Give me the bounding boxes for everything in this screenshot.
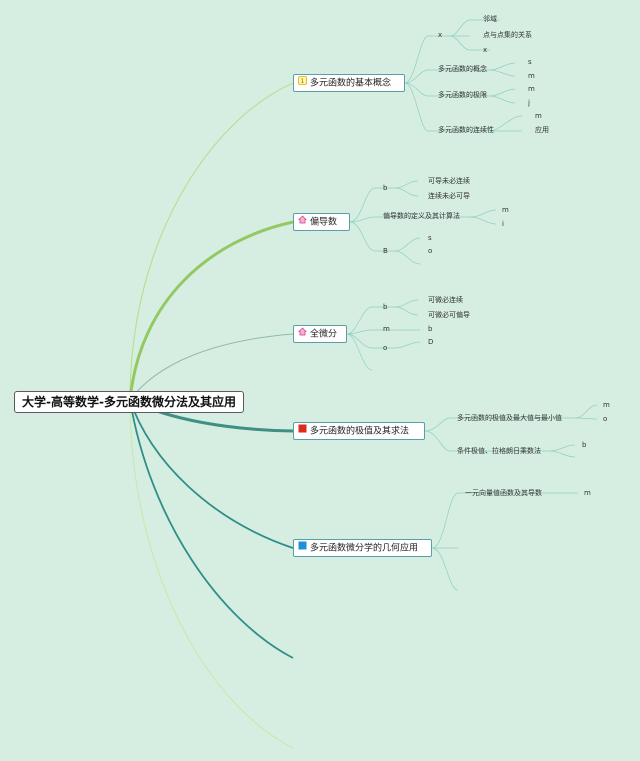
leaf-node[interactable]: m xyxy=(383,325,390,333)
number-one-icon: 1 xyxy=(298,75,307,91)
leaf-node[interactable]: m xyxy=(584,489,591,497)
leaf-connector xyxy=(489,88,516,97)
leaf-connector xyxy=(449,35,490,51)
red-flag-icon xyxy=(298,423,307,439)
leaf-node[interactable]: 多元函数的极值及最大值与最小值 xyxy=(457,414,562,422)
leaf-connector xyxy=(394,306,419,316)
leaf-connector xyxy=(489,62,516,71)
leaf-node[interactable]: m xyxy=(535,112,542,120)
leaf-node[interactable]: m xyxy=(603,401,610,409)
leaf-node[interactable]: 连续未必可导 xyxy=(428,192,470,200)
home-icon xyxy=(298,214,307,230)
branch-connector-7 xyxy=(129,399,294,749)
leaf-node[interactable]: m xyxy=(528,72,535,80)
blue-flag-icon xyxy=(298,540,307,556)
branch-connector-3 xyxy=(129,333,294,401)
branch-extrema[interactable]: 多元函数的极值及其求法 xyxy=(293,422,425,440)
leaf-connector xyxy=(449,19,500,37)
leaf-connector xyxy=(549,444,576,452)
leaf-connector xyxy=(431,547,459,591)
leaf-node[interactable]: 应用 xyxy=(535,126,549,134)
leaf-connector xyxy=(469,209,497,218)
branch-total-differential[interactable]: 全微分 xyxy=(293,325,347,343)
branch-connector-5 xyxy=(129,399,294,549)
root-topic[interactable]: 大学-高等数学-多元函数微分法及其应用 xyxy=(14,391,244,413)
branch-label: 偏导数 xyxy=(310,217,338,228)
leaf-node[interactable]: s xyxy=(428,234,432,242)
leaf-connector xyxy=(574,404,598,419)
leaf-connector xyxy=(346,329,420,335)
branch-connector-2 xyxy=(128,220,294,401)
leaf-node[interactable]: m xyxy=(502,206,509,214)
leaf-node[interactable]: m xyxy=(528,85,535,93)
leaf-connector xyxy=(394,180,419,189)
home-icon xyxy=(298,326,307,342)
branch-partial-derivative[interactable]: 偏导数 xyxy=(293,213,350,231)
leaf-connector xyxy=(404,35,450,84)
leaf-connector xyxy=(394,250,421,265)
branch-label: 多元函数微分学的几何应用 xyxy=(310,543,419,554)
leaf-node[interactable]: 可导未必连续 xyxy=(428,177,470,185)
leaf-node[interactable]: 点与点集的关系 xyxy=(483,31,532,39)
leaf-node[interactable]: 可微必可偏导 xyxy=(428,311,470,319)
branch-connector-1 xyxy=(129,82,294,401)
leaf-node[interactable]: B xyxy=(383,247,388,255)
leaf-connector xyxy=(404,69,490,84)
leaf-connector xyxy=(404,82,490,132)
leaf-node[interactable]: x xyxy=(483,46,488,54)
leaf-connector xyxy=(404,82,490,97)
leaf-connector xyxy=(469,216,497,225)
leaf-connector xyxy=(489,69,516,77)
leaf-connector xyxy=(489,95,516,104)
leaf-node[interactable]: b xyxy=(383,303,388,311)
leaf-node[interactable]: 多元函数的概念 xyxy=(438,65,487,73)
leaf-node[interactable]: x xyxy=(438,31,443,39)
leaf-node[interactable]: b xyxy=(428,325,433,333)
branch-basic-concepts[interactable]: 1 多元函数的基本概念 xyxy=(293,74,405,92)
leaf-node[interactable]: 多元函数的极限 xyxy=(438,91,487,99)
branch-label: 多元函数的极值及其求法 xyxy=(310,426,410,437)
leaf-node[interactable]: 邻域 xyxy=(483,15,497,23)
leaf-node[interactable]: b xyxy=(582,441,587,449)
leaf-connector xyxy=(549,450,576,458)
leaf-connector xyxy=(394,299,419,308)
leaf-node[interactable]: o xyxy=(428,247,433,255)
leaf-connector xyxy=(394,341,421,349)
leaf-connector xyxy=(394,237,421,252)
branch-connector-6 xyxy=(129,399,294,659)
leaf-connector xyxy=(349,216,470,223)
branch-label: 全微分 xyxy=(310,329,338,340)
leaf-node[interactable]: 多元函数的连续性 xyxy=(438,126,494,134)
leaf-node[interactable]: D xyxy=(428,338,434,346)
leaf-node[interactable]: o xyxy=(603,415,608,423)
leaf-connector xyxy=(424,430,550,452)
branch-geometric-applications[interactable]: 多元函数微分学的几何应用 xyxy=(293,539,432,557)
leaf-node[interactable]: j xyxy=(528,99,530,107)
branch-label: 多元函数的基本概念 xyxy=(310,78,392,89)
leaf-node[interactable]: 条件极值、拉格朗日乘数法 xyxy=(457,447,541,455)
leaf-connector xyxy=(431,492,550,549)
leaf-connector xyxy=(349,187,395,223)
leaf-connector xyxy=(346,333,395,349)
leaf-node[interactable]: o xyxy=(383,344,388,352)
leaf-connector xyxy=(349,221,395,252)
svg-text:1: 1 xyxy=(300,77,304,85)
leaf-node[interactable]: b xyxy=(383,184,388,192)
leaf-connector xyxy=(424,417,575,432)
leaf-connector xyxy=(346,306,395,335)
leaf-node[interactable]: 偏导数的定义及其计算法 xyxy=(383,212,460,220)
leaf-node[interactable]: 可微必连续 xyxy=(428,296,463,304)
leaf-connector xyxy=(574,417,598,420)
leaf-connector xyxy=(346,333,373,371)
leaf-connector xyxy=(489,115,523,132)
leaf-node[interactable]: i xyxy=(502,220,504,228)
leaf-connector xyxy=(394,187,419,197)
leaf-node[interactable]: s xyxy=(528,58,532,66)
leaf-node[interactable]: 一元向量值函数及其导数 xyxy=(465,489,542,497)
